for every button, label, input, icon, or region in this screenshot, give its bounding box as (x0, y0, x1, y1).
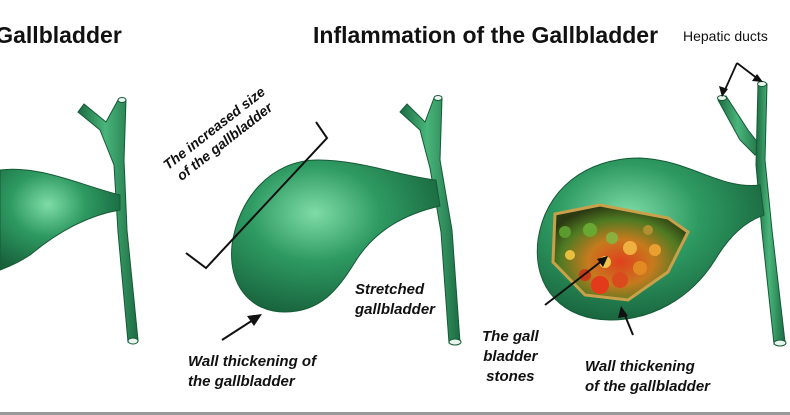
label-stretched-line2: gallbladder (355, 301, 436, 318)
label-stretched-line1: Stretched (355, 281, 425, 298)
label-stones-line1: The gall (482, 328, 539, 345)
wall-arrowhead-right (618, 306, 628, 318)
healthy-bile-duct (77, 99, 139, 343)
label-stretched-gallbladder: Stretched gallbladder (355, 280, 435, 320)
stones-arrow (544, 259, 604, 306)
middle-duct-opening-top (433, 95, 443, 101)
healthy-duct-opening-top (117, 97, 127, 103)
right-duct-opening-bottom (773, 339, 787, 347)
label-stones-line2: bladder (483, 348, 538, 365)
wall-arrow-middle (221, 317, 257, 341)
label-wall-thickening-right: Wall thickening of the gallbladder (585, 357, 710, 397)
label-wall-right-line2: of the gallbladder (585, 378, 711, 395)
label-wall-right-line1: Wall thickening (585, 358, 695, 375)
wall-arrow-right (623, 312, 634, 336)
middle-bile-duct (399, 97, 461, 344)
stretched-gallbladder (185, 95, 462, 346)
stones-arrowhead (597, 256, 608, 267)
hepatic-arrow-right (736, 62, 759, 80)
hepatic-arrowhead-right (752, 74, 763, 82)
hepatic-arrowhead-left (719, 86, 728, 97)
label-gall-bladder-stones: The gall bladder stones (482, 327, 539, 387)
right-duct-opening-top (757, 81, 767, 87)
label-wall-thickening-middle: Wall thickening of the gallbladder (188, 352, 316, 392)
right-hepatic-duct-left-branch (717, 95, 763, 156)
title-inflammation: Inflammation of the Gallbladder (313, 22, 659, 48)
healthy-duct-opening (127, 337, 139, 345)
middle-duct-opening-bottom (448, 338, 462, 346)
healthy-gallbladder (0, 97, 139, 345)
middle-gallbladder-body (231, 159, 441, 313)
wall-arrowhead-middle (247, 314, 262, 326)
label-wall-middle-line1: Wall thickening of (188, 353, 317, 370)
label-wall-middle-line2: the gallbladder (188, 373, 295, 390)
hepatic-arrow-left (723, 62, 738, 93)
increased-size-bracket (185, 121, 329, 270)
healthy-gallbladder-body (0, 168, 121, 271)
title-healthy-gallbladder: hy Gallbladder (0, 22, 122, 48)
inflamed-gallbladder (536, 62, 787, 347)
label-hepatic-ducts: Hepatic ducts (683, 28, 768, 44)
label-stones-line3: stones (486, 368, 535, 385)
